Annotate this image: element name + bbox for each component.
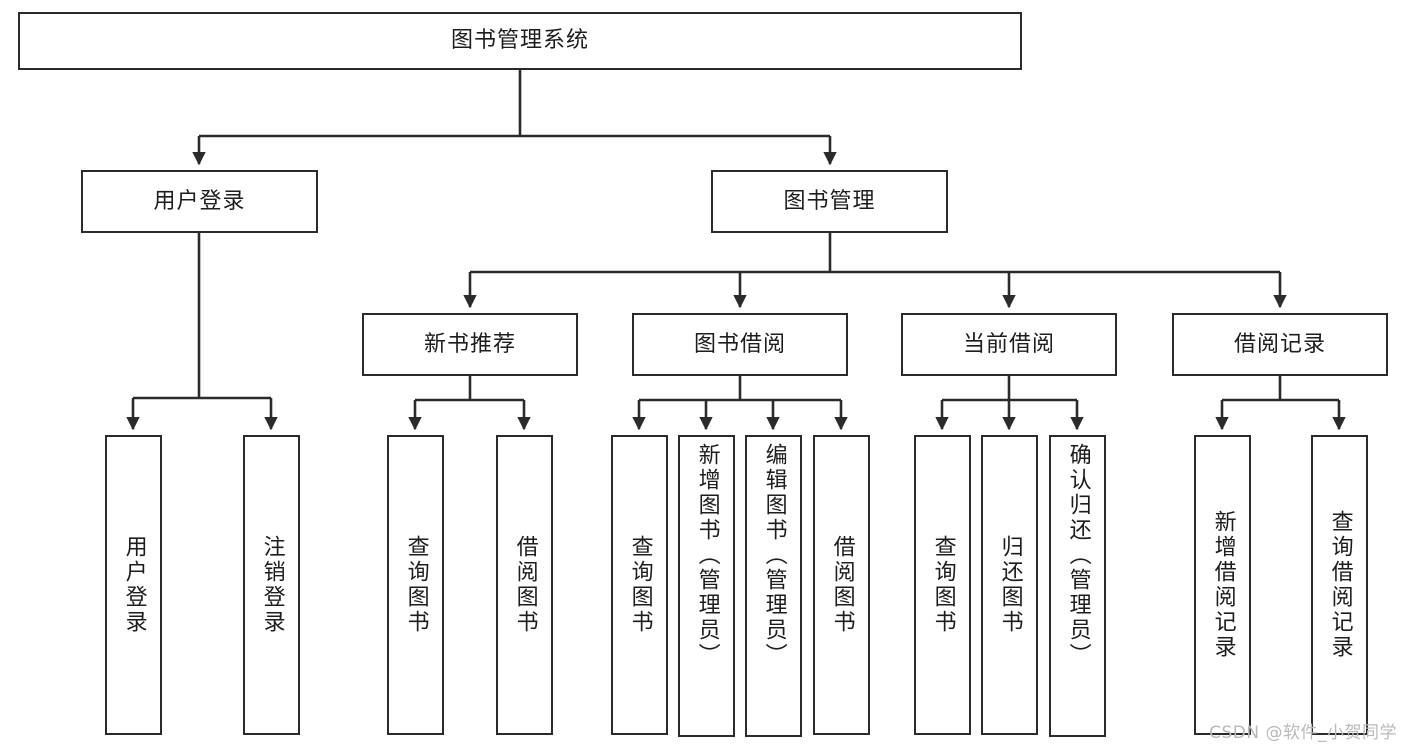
leaf-label: 编辑图书（管理员） bbox=[761, 443, 787, 668]
node-user-login-label: 用户登录 bbox=[153, 188, 246, 214]
node-root[interactable]: 图书管理系统 bbox=[18, 12, 1022, 70]
leaf-label: 注销登录 bbox=[259, 535, 285, 635]
leaf-record-query[interactable]: 查询借阅记录 bbox=[1311, 435, 1368, 735]
leaf-label: 查询图书 bbox=[930, 535, 956, 635]
leaf-current-return-book[interactable]: 归还图书 bbox=[981, 435, 1038, 735]
leaf-label: 查询图书 bbox=[403, 535, 429, 635]
leaf-label: 用户登录 bbox=[121, 535, 147, 635]
leaf-borrow-borrow-book[interactable]: 借阅图书 bbox=[813, 435, 870, 735]
leaf-label: 借阅图书 bbox=[829, 535, 855, 635]
node-new-book-recommend[interactable]: 新书推荐 bbox=[362, 313, 578, 376]
leaf-current-confirm-return[interactable]: 确认归还（管理员） bbox=[1049, 435, 1106, 737]
leaf-new-book-query[interactable]: 查询图书 bbox=[387, 435, 444, 735]
node-book-borrow-label: 图书借阅 bbox=[693, 331, 786, 357]
node-current-borrow-label: 当前借阅 bbox=[962, 331, 1055, 357]
leaf-borrow-query-book[interactable]: 查询图书 bbox=[611, 435, 668, 735]
leaf-new-book-borrow[interactable]: 借阅图书 bbox=[496, 435, 553, 735]
leaf-user-login-logout[interactable]: 注销登录 bbox=[243, 435, 300, 735]
leaf-user-login-login[interactable]: 用户登录 bbox=[105, 435, 162, 735]
leaf-borrow-add-book[interactable]: 新增图书（管理员） bbox=[678, 435, 735, 737]
node-new-book-recommend-label: 新书推荐 bbox=[423, 331, 516, 357]
leaf-label: 新增借阅记录 bbox=[1210, 510, 1236, 660]
leaf-label: 查询图书 bbox=[627, 535, 653, 635]
leaf-current-query-book[interactable]: 查询图书 bbox=[914, 435, 971, 735]
leaf-label: 新增图书（管理员） bbox=[694, 443, 720, 668]
leaf-borrow-edit-book[interactable]: 编辑图书（管理员） bbox=[745, 435, 802, 737]
leaf-label: 归还图书 bbox=[997, 535, 1023, 635]
leaf-label: 查询借阅记录 bbox=[1327, 510, 1353, 660]
node-borrow-record-label: 借阅记录 bbox=[1233, 331, 1326, 357]
node-book-management-label: 图书管理 bbox=[783, 188, 876, 214]
node-book-borrow[interactable]: 图书借阅 bbox=[632, 313, 848, 376]
leaf-record-add[interactable]: 新增借阅记录 bbox=[1194, 435, 1251, 735]
node-user-login[interactable]: 用户登录 bbox=[81, 170, 318, 233]
node-root-label: 图书管理系统 bbox=[450, 28, 589, 53]
leaf-label: 确认归还（管理员） bbox=[1065, 443, 1091, 668]
node-borrow-record[interactable]: 借阅记录 bbox=[1172, 313, 1388, 376]
leaf-label: 借阅图书 bbox=[512, 535, 538, 635]
node-book-management[interactable]: 图书管理 bbox=[711, 170, 948, 233]
node-current-borrow[interactable]: 当前借阅 bbox=[901, 313, 1117, 376]
